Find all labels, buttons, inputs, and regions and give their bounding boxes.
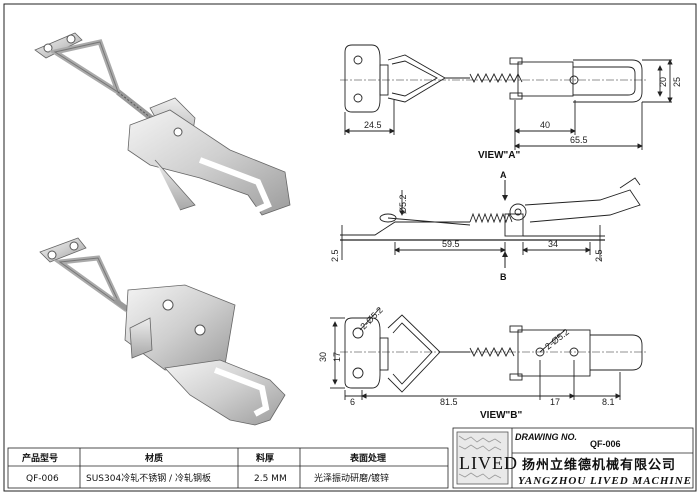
dim-bottom-h2: 17: [332, 352, 342, 362]
table-cell-finish: 光泽振动研磨/镀锌: [314, 472, 389, 484]
svg-text:LIVED: LIVED: [459, 453, 518, 473]
view-b-drawing: [330, 307, 648, 400]
dim-side-dia: Ø5.2: [398, 194, 408, 214]
section-arrow-b: B: [500, 272, 507, 282]
table-header-thickness: 料厚: [256, 452, 274, 464]
dim-bottom-w3: 17: [550, 397, 560, 407]
dim-top-h1: 20: [658, 77, 668, 87]
company-name-cn: 扬州立维德机械有限公司: [522, 457, 676, 473]
drawing-no-label: DRAWING NO.: [515, 432, 577, 442]
dim-bottom-hole2: 2-Ø5.2: [543, 327, 571, 352]
dim-bottom-h1: 30: [318, 352, 328, 362]
side-view-drawing: [340, 177, 641, 268]
dim-side-t1: 2.5: [330, 249, 340, 262]
dim-bottom-w4: 8.1: [602, 397, 615, 407]
table-cell-model: QF-006: [26, 474, 59, 484]
view-a-label: VIEW"A": [478, 150, 521, 161]
drawing-no-value: QF-006: [590, 439, 621, 449]
table-header-model: 产品型号: [22, 452, 58, 464]
table-header-finish: 表面处理: [349, 452, 386, 464]
title-block: [452, 427, 694, 489]
section-arrow-a: A: [500, 170, 507, 180]
company-name-en: YANGZHOU LIVED MACHINE: [518, 475, 692, 487]
dim-bottom-w1: 6: [350, 397, 355, 407]
table-header-material: 材质: [144, 452, 163, 464]
dim-top-h2: 25: [672, 77, 682, 87]
sheet-border: [3, 3, 697, 492]
dim-side-l2: 34: [548, 239, 558, 249]
view-b-label: VIEW"B": [480, 410, 523, 421]
dim-bottom-w2: 81.5: [440, 397, 458, 407]
latch-render-closed: [34, 32, 291, 216]
company-logo: LIVED: [458, 435, 518, 480]
dim-top-w3: 65.5: [570, 135, 588, 145]
dim-side-l1: 59.5: [442, 239, 460, 249]
spec-table: [7, 447, 449, 489]
latch-render-open: [39, 237, 286, 426]
table-cell-material: SUS304冷轧不锈钢 / 冷轧钢板: [86, 472, 211, 484]
view-a-drawing: [340, 44, 673, 150]
dim-top-w2: 40: [540, 120, 550, 130]
dim-top-w1: 24.5: [364, 120, 382, 130]
dim-side-t2: 2.5: [594, 249, 604, 262]
table-cell-thickness: 2.5 MM: [254, 474, 287, 484]
